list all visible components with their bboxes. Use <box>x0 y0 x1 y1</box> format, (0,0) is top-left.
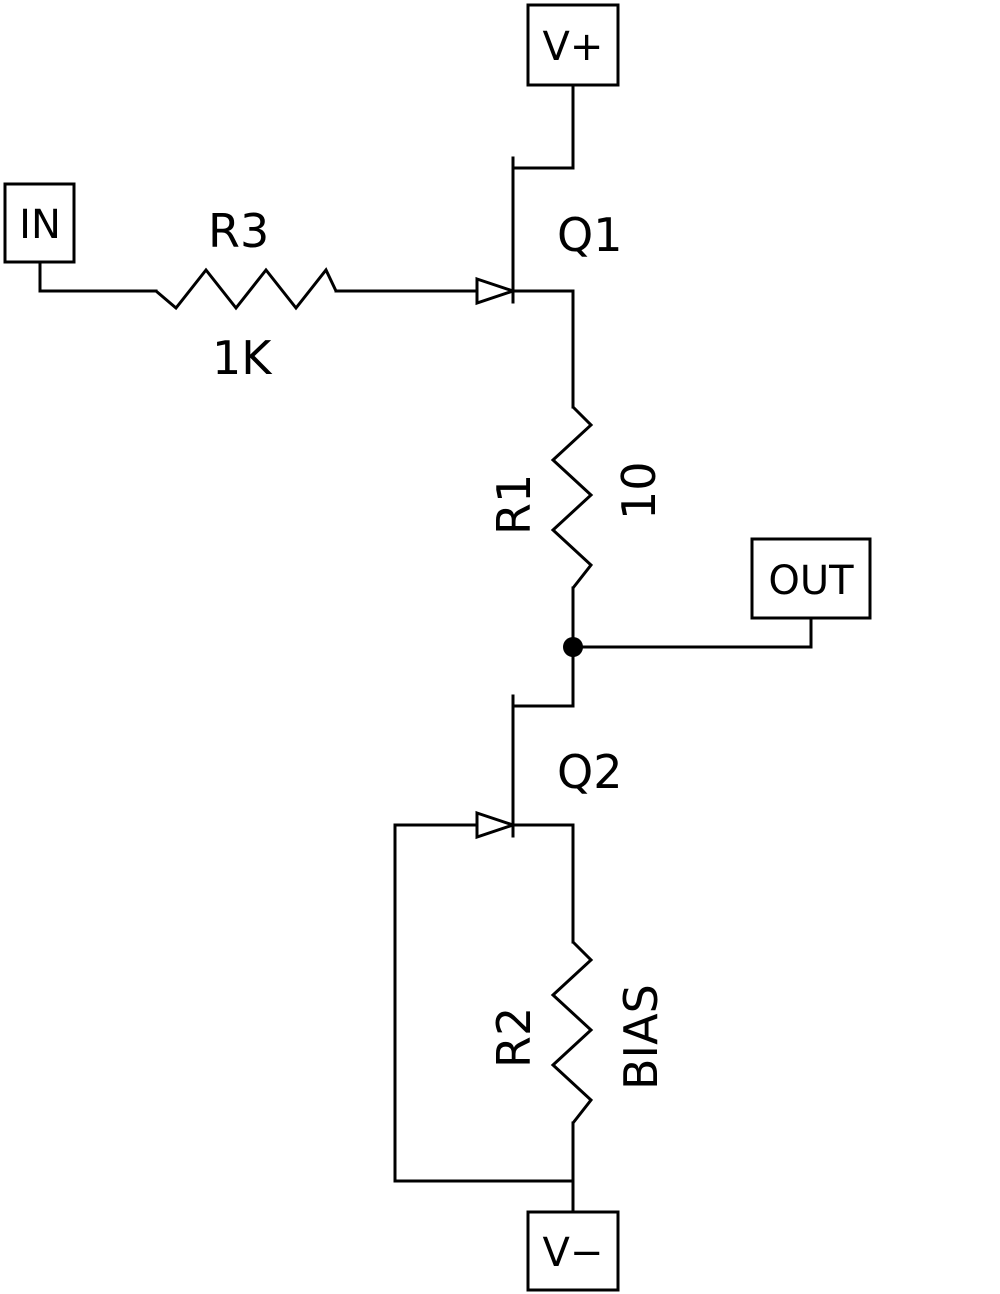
r3-value-label: 1K <box>212 331 273 385</box>
port-output: OUT <box>750 537 872 620</box>
port-output-label: OUT <box>768 558 854 604</box>
wire-q2-base-loop <box>393 823 575 1183</box>
port-output-box <box>750 537 872 620</box>
port-input: IN <box>3 182 76 264</box>
port-vplus-label: V+ <box>543 24 604 70</box>
port-input-box <box>3 182 76 264</box>
wire-in-r3 <box>38 260 158 293</box>
r1-value-label: 10 <box>612 461 666 520</box>
port-vplus: V+ <box>526 3 620 87</box>
resistor-r3: R3 1K <box>155 204 338 385</box>
r2-value-label: BIAS <box>614 984 668 1090</box>
r3-zigzag <box>155 267 338 311</box>
r2-ref-label: R2 <box>487 1007 541 1068</box>
wires <box>38 84 813 1214</box>
transistor-q1: Q1 <box>453 156 622 306</box>
wire-vplus-q1-collector <box>511 84 575 170</box>
q1-arrow <box>475 276 518 306</box>
port-vminus: V− <box>526 1210 620 1292</box>
port-input-label: IN <box>19 202 61 248</box>
wire-q2-r2 <box>511 823 575 944</box>
junction-dot <box>563 637 583 657</box>
r1-ref-label: R1 <box>487 474 541 535</box>
transistor-q2: Q2 <box>453 694 622 840</box>
r3-ref-label: R3 <box>208 204 269 258</box>
q2-ref-label: Q2 <box>557 745 622 799</box>
r1-zigzag <box>550 405 594 589</box>
resistor-r2: R2 BIAS <box>487 940 668 1124</box>
r2-zigzag <box>550 940 594 1124</box>
wire-junction-out <box>571 616 813 649</box>
port-vminus-box <box>526 1210 620 1292</box>
wire-q1-r1 <box>511 289 575 409</box>
port-vminus-label: V− <box>543 1230 604 1276</box>
resistor-r1: R1 10 <box>487 405 666 589</box>
q1-ref-label: Q1 <box>557 208 622 262</box>
port-vplus-box <box>526 3 620 87</box>
wire-r1-out-q2 <box>511 586 575 708</box>
q2-arrow <box>475 810 518 840</box>
